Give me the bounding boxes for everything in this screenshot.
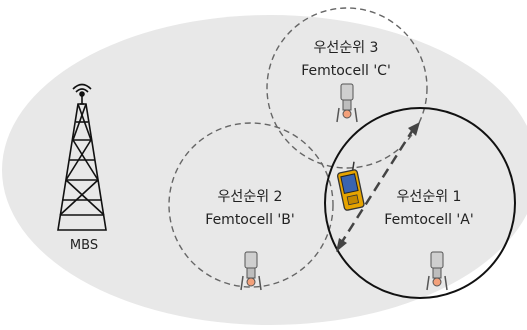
femtocell-a-coverage	[324, 107, 516, 299]
femtocell-b-priority-label: 우선순위 2	[217, 189, 283, 205]
macrocell-coverage-area	[2, 15, 527, 325]
femtocell-c-coverage	[266, 7, 428, 169]
femtocell-a-name-label: Femtocell 'A'	[384, 212, 474, 228]
mbs-tower-icon	[57, 83, 107, 231]
femtocell-a-priority-label: 우선순위 1	[396, 189, 462, 205]
femtocell-b-access-point-icon	[240, 251, 262, 291]
femtocell-b-coverage	[168, 122, 334, 288]
femtocell-c-priority-label: 우선순위 3	[313, 40, 379, 56]
femtocell-b-name-label: Femtocell 'B'	[205, 212, 295, 228]
femtocell-c-name-label: Femtocell 'C'	[301, 63, 391, 79]
femtocell-c-access-point-icon	[336, 83, 358, 123]
movement-path-arrow	[336, 122, 420, 252]
femtocell-a-access-point-icon	[426, 251, 448, 291]
mobile-phone-icon	[336, 161, 365, 211]
mbs-label: MBS	[69, 238, 99, 253]
